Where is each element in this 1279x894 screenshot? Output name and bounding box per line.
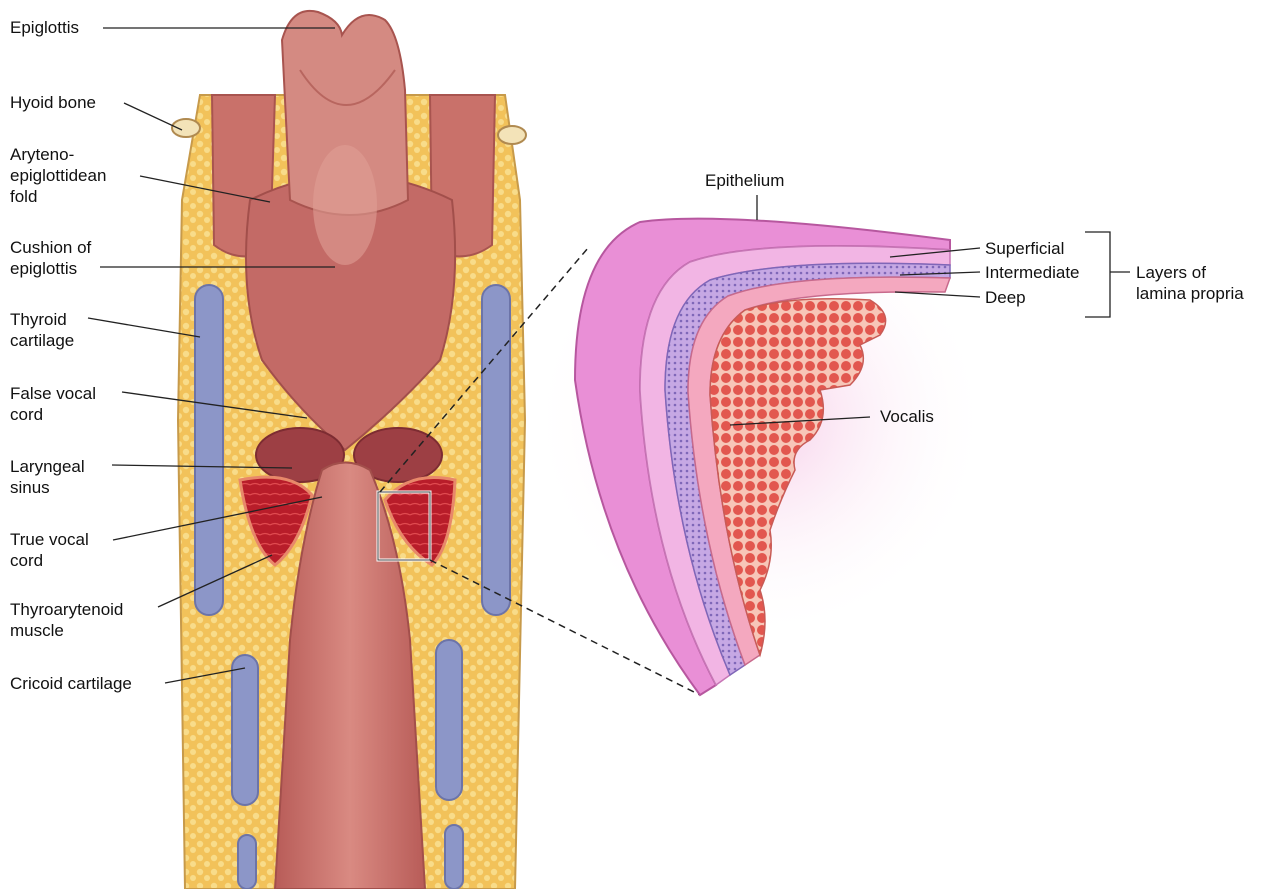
label-epiglottis: Epiglottis xyxy=(10,17,79,38)
label-superficial: Superficial xyxy=(985,238,1064,259)
label-true-vocal-cord: True vocal cord xyxy=(10,529,89,571)
thyroid-cartilage-right xyxy=(482,285,510,615)
cricoid-cartilage-right xyxy=(436,640,462,800)
label-hyoid-bone: Hyoid bone xyxy=(10,92,96,113)
cricoid-cartilage-left xyxy=(232,655,258,805)
label-layers-of-lamina-propria: Layers of lamina propria xyxy=(1136,262,1244,304)
label-laryngeal-sinus: Laryngeal sinus xyxy=(10,456,85,498)
label-thyroarytenoid-muscle: Thyroarytenoid muscle xyxy=(10,599,123,641)
larynx-section xyxy=(172,11,526,889)
label-epithelium: Epithelium xyxy=(705,170,784,191)
label-aryteno-epiglottidean-fold: Aryteno- epiglottidean fold xyxy=(10,144,106,207)
thyroid-cartilage-left xyxy=(195,285,223,615)
label-deep: Deep xyxy=(985,287,1026,308)
label-intermediate: Intermediate xyxy=(985,262,1080,283)
hyoid-bone-right xyxy=(498,126,526,144)
label-cushion-of-epiglottis: Cushion of epiglottis xyxy=(10,237,91,279)
label-false-vocal-cord: False vocal cord xyxy=(10,383,96,425)
label-thyroid-cartilage: Thyroid cartilage xyxy=(10,309,74,351)
label-vocalis: Vocalis xyxy=(880,406,934,427)
label-cricoid-cartilage: Cricoid cartilage xyxy=(10,673,132,694)
